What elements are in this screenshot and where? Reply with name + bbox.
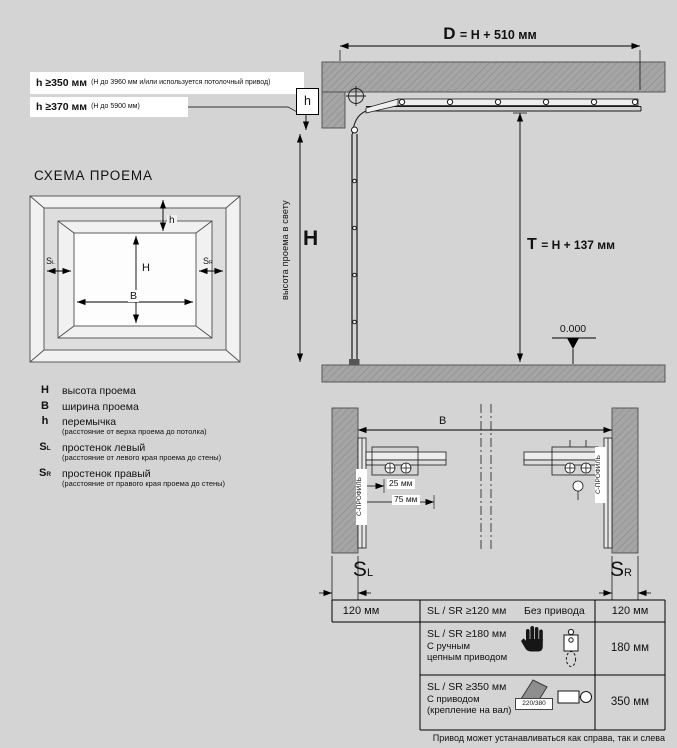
dim-d-label: D = H + 510 мм [443, 24, 537, 43]
legend-sym-B: B [41, 400, 49, 412]
scheme-dim-height-label: H [140, 262, 152, 275]
sl-label: SL [352, 558, 374, 581]
table-r2-right-value: 180 мм [610, 641, 650, 654]
table-r1-left-value: 120 мм [342, 604, 380, 617]
scheme-sl-label: SL [46, 256, 55, 266]
legend-text-h: перемычка [62, 416, 117, 428]
note-2-main: h ≥370 мм [36, 100, 88, 113]
side-view-door [346, 86, 642, 365]
legend-text-H: высота проема [62, 385, 136, 397]
table-r3-requirement: SL / SR ≥350 мм [427, 681, 507, 693]
left-wall [331, 407, 359, 554]
dim-t-label: T = H + 137 мм [527, 236, 616, 253]
legend-text-B: ширина проема [62, 401, 139, 413]
table-grid [331, 599, 666, 731]
opening-scheme-title: СХЕМА ПРОЕМА [34, 168, 153, 183]
table-r3-description2: (крепление на вал) [427, 705, 512, 716]
legend-note-h: (расстояние от верха проема до потолка) [62, 427, 207, 436]
right-track-assembly [523, 437, 613, 549]
table-r1-description: Без привода [524, 605, 585, 617]
note-1-detail: (H до 3960 мм и/или используется потолоч… [91, 78, 271, 86]
level-mark-label: 0.000 [559, 323, 587, 335]
chain-hoist-icon [563, 628, 579, 667]
door-panels-horizontal [397, 98, 639, 106]
dim-75-label: 75 мм [392, 494, 420, 505]
power-label: 220/380 [515, 698, 553, 710]
table-footer-note: Привод может устанавливаться как справа,… [432, 733, 665, 743]
plan-view [331, 404, 639, 554]
table-r3-right-value: 350 мм [610, 695, 650, 708]
table-r3-description1: С приводом [427, 694, 480, 705]
scheme-dim-width-label: B [128, 290, 140, 303]
table-r2-requirement: SL / SR ≥180 мм [427, 628, 507, 640]
dim-height-label: H [301, 227, 321, 252]
table-r1-right-value: 120 мм [611, 604, 649, 617]
c-profile-left-label: С-ПРОФИЛЬ [356, 469, 367, 525]
crosshair-icon [346, 86, 366, 106]
sr-label: SR [610, 558, 632, 581]
legend-sym-SR: SR [39, 467, 51, 479]
side-view-structure [321, 61, 666, 383]
note-1-main: h ≥350 мм [36, 76, 88, 89]
legend-text-SR: простенок правый [62, 468, 151, 480]
bottom-seal [349, 359, 360, 365]
right-wall [611, 407, 639, 554]
legend-sym-h: h [41, 415, 49, 427]
note-2-detail: (H до 5900 мм) [91, 102, 140, 110]
dim-25-label: 25 мм [387, 478, 415, 489]
hand-icon [521, 626, 543, 652]
table-r1-requirement: SL / SR ≥120 мм [427, 605, 507, 617]
shaft-motor-icon [557, 690, 592, 704]
c-profile-right-label: С-ПРОФИЛЬ [595, 447, 606, 503]
legend-sym-SL: SL [39, 441, 51, 453]
level-datum-icon [552, 337, 596, 364]
plan-dim-width-label: B [436, 415, 450, 428]
legend-note-SR: (расстояние от правого края проема до ст… [62, 479, 226, 488]
table-r2-description1: С ручным [427, 641, 470, 652]
side-view-dimensions [183, 42, 641, 364]
table-r2-description2: цепным приводом [427, 652, 508, 663]
lintel-wall [321, 91, 346, 129]
opening-scheme-dimensions [47, 200, 223, 323]
legend-text-SL: простенок левый [62, 442, 146, 454]
clear-height-label: высота проема в свету [280, 200, 290, 301]
legend-sym-H: H [41, 384, 49, 396]
opening-scheme-drawing [29, 195, 241, 363]
lintel-note-2: h ≥370 мм (H до 5900 мм) [30, 97, 188, 117]
ceiling-slab [321, 61, 666, 93]
left-track-assembly [357, 437, 447, 549]
scheme-sr-label: SR [203, 256, 213, 266]
dim-h-box: h [296, 88, 319, 115]
lintel-note-1: h ≥350 мм (H до 3960 мм и/или использует… [30, 72, 304, 94]
scheme-dim-h-label: h [167, 215, 177, 227]
floor-slab [321, 364, 666, 383]
legend-note-SL: (расстояние от левого края проема до сте… [62, 453, 222, 462]
